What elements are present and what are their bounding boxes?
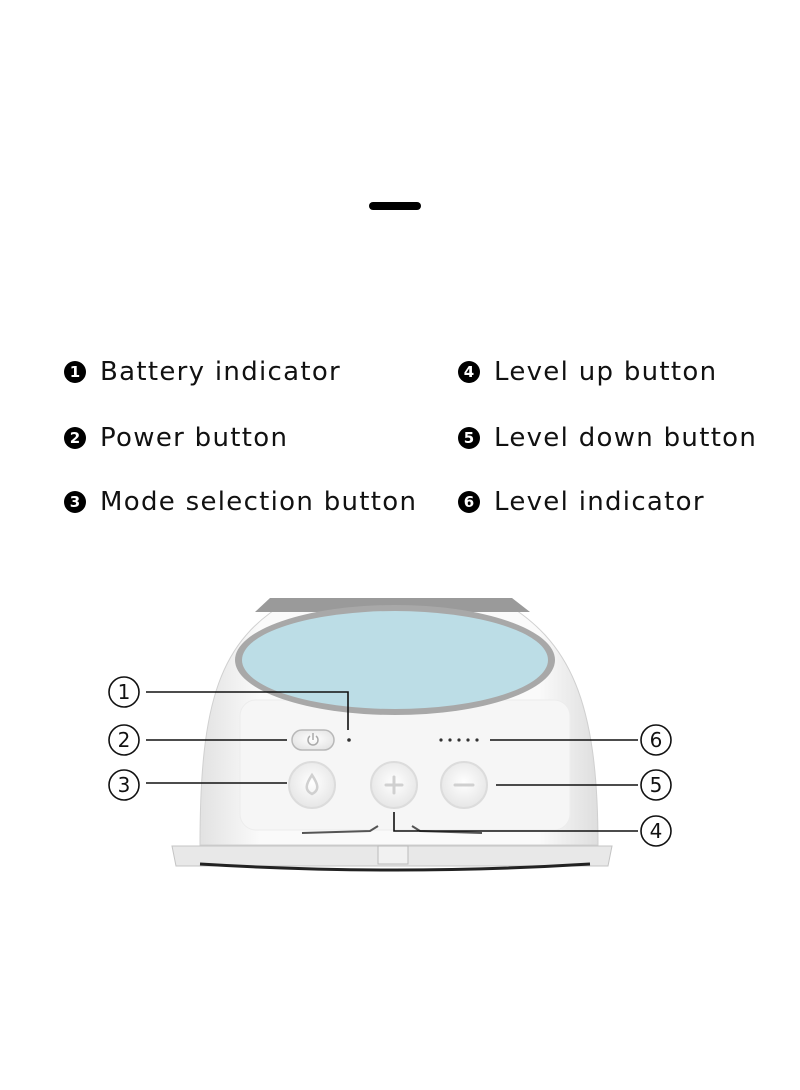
power-icon: [307, 733, 319, 746]
header-divider: [369, 202, 421, 210]
level-down-button[interactable]: [440, 761, 488, 809]
number-badge: 2: [64, 427, 86, 449]
callout-2: 2: [108, 724, 140, 756]
legend-item-battery-indicator: 1 Battery indicator: [64, 357, 341, 387]
power-button[interactable]: [291, 729, 335, 751]
callout-4: 4: [640, 815, 672, 847]
legend-label: Level down button: [494, 423, 758, 453]
legend-label: Power button: [100, 423, 289, 453]
legend-item-level-indicator: 6 Level indicator: [458, 487, 705, 517]
legend-label: Mode selection button: [100, 487, 418, 517]
level-up-button[interactable]: [370, 761, 418, 809]
legend: 1 Battery indicator 2 Power button 3 Mod…: [0, 0, 800, 540]
legend-label: Level indicator: [494, 487, 705, 517]
legend-item-level-down-button: 5 Level down button: [458, 423, 757, 453]
mode-button[interactable]: [288, 761, 336, 809]
legend-item-level-up-button: 4 Level up button: [458, 357, 717, 387]
plus-icon: [384, 775, 404, 795]
svg-text:2: 2: [118, 728, 131, 752]
number-badge: 6: [458, 491, 480, 513]
svg-text:3: 3: [118, 773, 131, 797]
top-window: [235, 598, 555, 715]
legend-item-power-button: 2 Power button: [64, 423, 288, 453]
battery-indicator-dot: [347, 738, 351, 742]
svg-text:1: 1: [118, 680, 131, 704]
callout-1: 1: [108, 676, 140, 708]
level-indicator-dots: [439, 738, 479, 742]
device-diagram: 1 2 3 6 5 4: [108, 598, 672, 872]
svg-text:5: 5: [650, 773, 663, 797]
callout-6: 6: [640, 724, 672, 756]
legend-label: Level up button: [494, 357, 718, 387]
callout-3: 3: [108, 769, 140, 801]
number-badge: 3: [64, 491, 86, 513]
legend-label: Battery indicator: [100, 357, 342, 387]
droplet-icon: [305, 772, 319, 796]
number-badge: 4: [458, 361, 480, 383]
number-badge: 5: [458, 427, 480, 449]
legend-item-mode-selection-button: 3 Mode selection button: [64, 487, 417, 517]
callout-lines: [146, 691, 638, 832]
svg-text:6: 6: [650, 728, 663, 752]
device-base: [171, 845, 613, 872]
svg-text:4: 4: [650, 819, 663, 843]
callout-5: 5: [640, 769, 672, 801]
number-badge: 1: [64, 361, 86, 383]
